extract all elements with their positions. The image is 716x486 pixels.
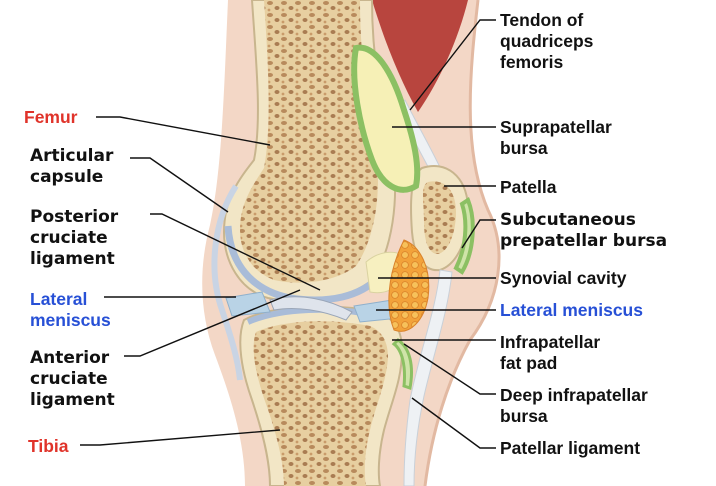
- leader-subcutaneous: [461, 219, 496, 249]
- label-patellar-ligament: Patellar ligament: [500, 438, 641, 458]
- leader-articular-capsule: [130, 157, 229, 213]
- leader-femur: [96, 116, 271, 146]
- label-infrapatellar-fat-pad: Infrapatellar fat pad: [500, 332, 601, 373]
- label-deep-infrapatellar-bursa: Deep infrapatellar bursa: [500, 385, 648, 426]
- label-subcutaneous-prepatellar-bursa: Subcutaneous prepatellar bursa: [500, 210, 668, 251]
- leader-patellar-ligament: [411, 397, 496, 449]
- label-patella: Patella: [500, 177, 557, 197]
- skin-outline-right: [423, 0, 501, 486]
- leader-lines: [80, 19, 496, 449]
- label-anterior-cruciate: Anterior cruciate ligament: [30, 348, 115, 410]
- infrapatellar-fat-pad: [388, 239, 430, 332]
- leader-deep-bursa: [403, 343, 496, 395]
- leader-anterior-cruciate: [124, 289, 301, 357]
- prepatellar-bursa: [453, 196, 475, 275]
- cruciate-ligaments: [269, 296, 353, 321]
- label-tibia: Tibia: [28, 436, 69, 456]
- label-lateral-meniscus-left: Lateral meniscus: [30, 289, 111, 330]
- meniscus-left: [225, 291, 271, 317]
- label-lateral-meniscus-right: Lateral meniscus: [500, 300, 643, 320]
- leader-tendon: [409, 19, 496, 111]
- leader-posterior-cruciate: [150, 213, 321, 291]
- suprapatellar-bursa: [351, 44, 421, 193]
- femur-spongy: [240, 0, 378, 283]
- quadriceps-muscle: [372, 0, 468, 112]
- label-synovial-cavity: Synovial cavity: [500, 268, 627, 288]
- label-suprapatellar-bursa: Suprapatellar bursa: [500, 117, 612, 158]
- label-articular-capsule: Articular capsule: [30, 146, 114, 187]
- patellar-ligament: [403, 269, 453, 486]
- label-tendon-quadriceps: Tendon of quadriceps femoris: [500, 10, 594, 72]
- label-posterior-cruciate: Posterior cruciate ligament: [30, 207, 119, 269]
- patella-spongy: [423, 181, 456, 254]
- articular-capsule: [211, 184, 243, 381]
- leader-tibia: [80, 429, 281, 446]
- tibia-spongy: [253, 321, 388, 486]
- deep-infrapatellar-bursa: [391, 338, 413, 390]
- label-femur: Femur: [24, 107, 78, 127]
